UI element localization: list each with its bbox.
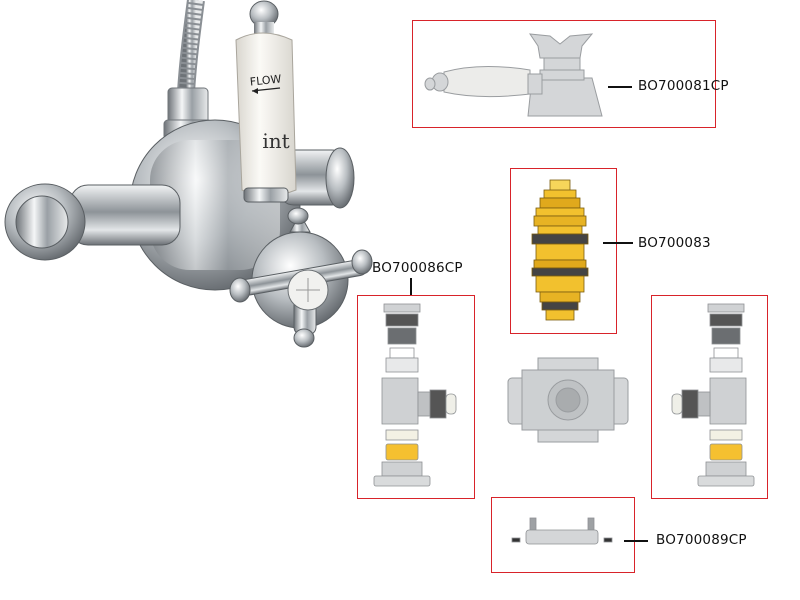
part-code-cartridge: BO700083 bbox=[638, 235, 711, 251]
part-frame-right-elbow bbox=[651, 295, 768, 499]
porcelain-handle: FLOW int bbox=[235, 0, 297, 203]
handle-flow-text: FLOW bbox=[249, 72, 282, 88]
cross-handle bbox=[229, 207, 373, 348]
cartridge-diagram bbox=[531, 179, 589, 321]
handle-brand-text: int bbox=[262, 129, 289, 153]
bracket-diagram bbox=[511, 517, 613, 545]
part-code-lever: BO700081CP bbox=[638, 78, 729, 94]
right-elbow-diagram bbox=[671, 303, 755, 487]
part-frame-bracket bbox=[491, 497, 635, 573]
lever-handle-diagram bbox=[424, 33, 603, 117]
part-code-left-elbow: BO700086CP bbox=[372, 260, 463, 276]
part-frame-lever bbox=[412, 20, 716, 128]
part-frame-cartridge bbox=[510, 168, 617, 334]
shower-valve-photo: FLOW int bbox=[4, 0, 373, 348]
leader-cartridge bbox=[603, 242, 633, 244]
left-elbow-diagram bbox=[373, 303, 457, 487]
valve-body-diagram bbox=[507, 357, 629, 443]
part-frame-left-elbow bbox=[357, 295, 475, 499]
left-inlet-photo bbox=[4, 183, 181, 261]
leader-left-elbow bbox=[410, 278, 412, 295]
leader-lever bbox=[608, 86, 632, 88]
part-code-bracket: BO700089CP bbox=[656, 532, 747, 548]
shower-hose bbox=[177, 0, 205, 93]
leader-bracket bbox=[624, 540, 648, 542]
